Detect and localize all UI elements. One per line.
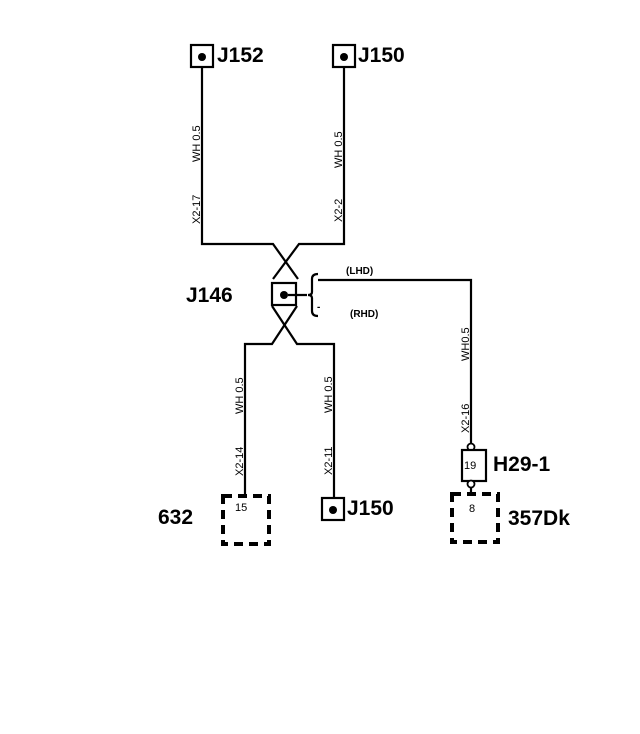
connector-j150-bottom-pin xyxy=(329,506,337,514)
wire-x2-11-color: WH 0.5 xyxy=(323,376,335,413)
splice-j146: J146 xyxy=(186,281,307,307)
wire-x2-17-id: X2-17 xyxy=(191,195,203,224)
variant-minus: - xyxy=(317,302,320,313)
wire-x2-2-color: WH 0.5 xyxy=(333,131,345,168)
connector-j150-top: J150 xyxy=(331,43,405,69)
wire-x2-2-id: X2-2 xyxy=(333,199,345,222)
connector-632-pin-15: 15 xyxy=(235,502,247,514)
connector-632-label: 632 xyxy=(158,506,193,529)
wire-x2-14 xyxy=(243,305,298,494)
connector-j150-bottom-label: J150 xyxy=(347,497,394,520)
component-h29-1: 19 H29-1 xyxy=(460,442,551,489)
connector-j152: J152 xyxy=(189,43,264,69)
connector-357dk-pin-8: 8 xyxy=(469,503,475,515)
connector-632: 15 632 xyxy=(158,494,271,546)
wire-x2-16-id: X2-16 xyxy=(460,404,472,433)
h29-1-label: H29-1 xyxy=(493,453,551,476)
wire-x2-17-color: WH 0.5 xyxy=(191,125,203,162)
connector-j152-label: J152 xyxy=(217,44,264,67)
wire-x2-14-id: X2-14 xyxy=(234,447,246,476)
connector-j152-pin xyxy=(198,53,206,61)
connector-357dk-box xyxy=(450,492,500,544)
h29-1-body xyxy=(460,448,488,483)
variant-bracket xyxy=(307,272,319,318)
variant-rhd-label: (RHD) xyxy=(350,309,378,320)
connector-357dk: 8 357Dk xyxy=(450,492,570,544)
splice-j146-node xyxy=(280,291,288,299)
wire-x2-16-color: WH0.5 xyxy=(460,327,472,361)
connector-357dk-label: 357Dk xyxy=(508,507,570,530)
wire-x2-17 xyxy=(200,67,299,280)
connector-632-box xyxy=(221,494,271,546)
wire-x2-14-color: WH 0.5 xyxy=(234,377,246,414)
splice-j146-label: J146 xyxy=(186,284,233,307)
connector-j150-bottom: J150 xyxy=(320,496,394,522)
h29-1-pin-19: 19 xyxy=(464,460,476,472)
wire-x2-16 xyxy=(318,278,473,444)
wire-x2-2 xyxy=(272,67,346,280)
wire-x2-11-id: X2-11 xyxy=(323,446,335,475)
connector-j150-top-label: J150 xyxy=(358,44,405,67)
connector-j150-top-pin xyxy=(340,53,348,61)
variant-lhd-label: (LHD) xyxy=(346,266,373,277)
h29-1-terminal-bottom xyxy=(466,479,476,489)
